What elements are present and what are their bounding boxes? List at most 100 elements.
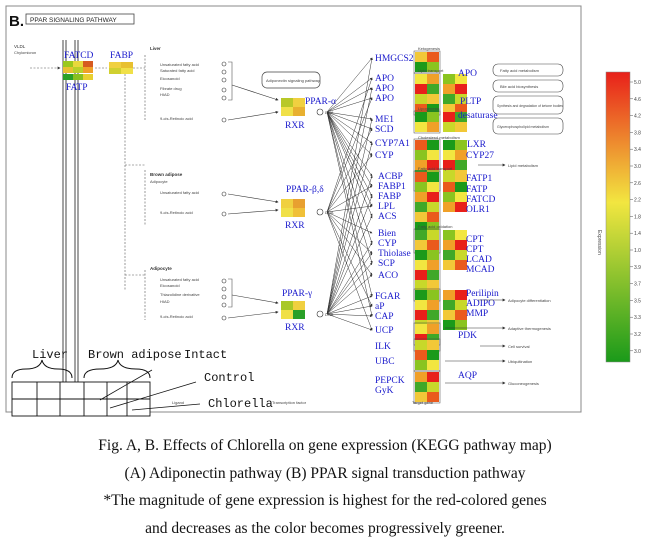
heat-cell	[455, 320, 467, 330]
heat-block-9	[413, 370, 441, 404]
gene-label-left-25: GyK	[375, 386, 394, 396]
heat-cell	[455, 192, 467, 202]
heat-cell	[415, 160, 427, 170]
heat-cell	[415, 324, 427, 334]
heat-cell	[427, 52, 439, 62]
legend-tick-1: 4.6	[634, 97, 641, 103]
heat-cell	[443, 182, 455, 192]
heat-cell	[455, 122, 467, 132]
gene-label-right-7: FATCD	[466, 195, 496, 205]
legend-tick-14: 3.3	[634, 315, 641, 321]
heat-cell	[415, 340, 427, 350]
legend-tick-16: 3.0	[634, 349, 641, 355]
gene-fabp-left: FABP	[110, 51, 133, 61]
gene-label-right-6: FATP	[466, 185, 487, 195]
regulation-lines	[326, 57, 373, 331]
heat-cell	[427, 392, 439, 402]
heat-cell	[415, 74, 427, 84]
gene-label-left-15: Thiolase	[378, 249, 411, 259]
heat-cell	[443, 250, 455, 260]
outcome-0: Lipid metabolism	[508, 163, 539, 168]
heat-cell	[415, 300, 427, 310]
heat-cell	[415, 392, 427, 402]
ligand-adipo-1: Eicosanoid	[160, 283, 180, 288]
heat-cell	[415, 250, 427, 260]
heat-cell	[415, 260, 427, 270]
heat-cell	[455, 74, 467, 84]
heat-cell	[443, 320, 455, 330]
heat-block-2	[413, 110, 441, 134]
caption-line-1: Fig. A, B. Effects of Chlorella on gene …	[98, 437, 552, 454]
gene-label-left-16: SCP	[378, 259, 395, 269]
rxr-label-3: RXR	[285, 323, 305, 333]
heat-cell	[415, 310, 427, 320]
gene-label-left-24: PEPCK	[375, 376, 405, 386]
gene-label-left-12: ACS	[378, 212, 396, 222]
tissue-liver-label: Liver	[150, 46, 161, 51]
ligand-liver-2: Eicosanoid	[160, 76, 180, 81]
annot-liver: Liver	[32, 348, 68, 362]
rxr-label-2: RXR	[285, 221, 305, 231]
heat-cell	[415, 240, 427, 250]
legend-tick-12: 3.7	[634, 282, 641, 288]
gene-label-left-1: APO	[375, 74, 394, 84]
legend-tick-2: 4.2	[634, 114, 641, 120]
heat-cell	[427, 84, 439, 94]
rxr-label-1: RXR	[285, 121, 305, 131]
heat-cell	[427, 62, 439, 72]
heat-cell	[415, 140, 427, 150]
gene-label-right-11: LCAD	[466, 255, 492, 265]
heat-cell	[455, 230, 467, 240]
heat-cell	[415, 94, 427, 104]
heat-cell	[415, 62, 427, 72]
heat-cell	[427, 382, 439, 392]
legend-tick-0: 5.0	[634, 80, 641, 86]
gene-label-left-2: APO	[375, 84, 394, 94]
heat-cell	[415, 192, 427, 202]
figure-caption: Fig. A, B. Effects of Chlorella on gene …	[0, 432, 650, 542]
heat-cell	[427, 290, 439, 300]
outcome-1: Adipocyte differentiation	[508, 298, 551, 303]
heat-cell	[427, 202, 439, 212]
function-box-2: Synthesis and degradation of ketone bodi…	[497, 104, 563, 108]
tissue-adipocyte-label-2: Adipocyte	[150, 266, 172, 271]
heat-cell	[455, 150, 467, 160]
section-ketogenesis: Ketogenesis	[418, 46, 440, 51]
gene-label-left-14: CYP	[378, 239, 396, 249]
function-boxes	[492, 63, 564, 135]
annot-control: Control	[204, 371, 254, 385]
gene-label-left-5: SCD	[375, 125, 394, 135]
heat-cell	[443, 84, 455, 94]
heat-cell	[427, 112, 439, 122]
heat-cell	[415, 372, 427, 382]
legend-tick-15: 3.2	[634, 332, 641, 338]
gene-label-left-11: LPL	[378, 202, 395, 212]
gene-label-right-12: MCAD	[466, 265, 495, 275]
heat-cell	[415, 104, 427, 114]
function-box-0: Fatty acid metabolism	[500, 68, 540, 73]
legend-tick-13: 3.5	[634, 298, 641, 304]
gene-label-right-17: AQP	[458, 371, 477, 381]
heat-cell	[415, 112, 427, 122]
heat-cell	[427, 260, 439, 270]
heat-cell	[427, 94, 439, 104]
heat-cell	[455, 84, 467, 94]
chylomicron-label: Chylomicron	[14, 50, 36, 55]
heat-cell	[427, 270, 439, 280]
sample-annotation: Liver Brown adipose Intact Control Chlor…	[11, 348, 273, 417]
gene-label-left-21: UCP	[375, 326, 393, 336]
outcome-5: Gluconeogenesis	[508, 381, 539, 386]
heat-cell	[427, 300, 439, 310]
heat-cell	[427, 240, 439, 250]
gene-label-right-14: ADIPO	[466, 299, 495, 309]
gene-label-left-0: HMGCS2	[375, 54, 414, 64]
ligand-adipo-4: 9-cis-Retinoic acid	[160, 314, 193, 319]
heat-cell	[415, 150, 427, 160]
heat-cell	[415, 122, 427, 132]
section-lipogenesis: Lipogenesis	[418, 106, 439, 111]
heat-cell	[415, 52, 427, 62]
ppar-bd-label: PPAR-β,δ	[286, 185, 324, 195]
annot-intact: Intact	[184, 348, 227, 362]
tissue-brown-label: Brown adipose	[150, 172, 183, 177]
function-box-1: Bile acid biosynthesis	[500, 84, 538, 89]
